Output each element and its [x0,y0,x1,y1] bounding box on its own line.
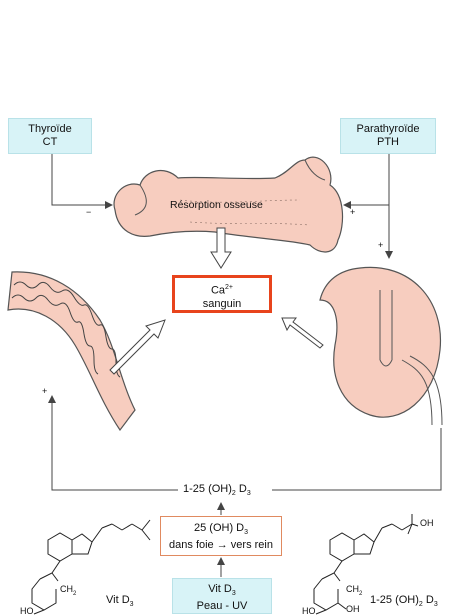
parathyroid-box: Parathyroïde PTH [340,118,436,154]
active-vitd-label: 1-25 (OH)2 D3 [370,594,438,609]
active-to-intestine-arrow [48,395,178,491]
kidney-to-active-line [272,428,442,491]
skin-box-line2: Peau - UV [196,600,248,613]
active-vitd-molecule [313,514,419,615]
pth-kidney-effect-sign: + [378,240,384,250]
parathyroid-hormone: PTH [377,136,399,148]
thyroid-arrow [51,154,113,209]
skin-box-line1: Vit D3 [208,583,236,598]
calcium-box: Ca2+ sanguin [172,275,272,313]
kidney-shape [319,266,443,426]
active-vitd-line-label: 1-25 (OH)2 D3 [180,483,254,501]
kidney-to-calcium-arrow [281,317,324,349]
liver-box-line2: dans foie → vers rein [169,539,273,552]
right-ho-label: HO [302,606,316,616]
intestine-effect-sign: + [42,386,48,396]
skin-box: Vit D3 Peau - UV [172,578,272,614]
right-oh-label-bottom: OH [346,604,360,614]
pth-bone-effect-sign: + [350,207,356,217]
right-ch2-label: CH2 [346,584,363,597]
parathyroid-name: Parathyroïde [356,123,420,135]
calcium-charge: 2+ [225,284,234,291]
liver-box-line1: 25 (OH) D3 [193,522,249,537]
left-ho-label: HO [20,606,34,616]
bone-shape [113,156,344,253]
bone-to-calcium-arrow [210,227,232,269]
left-ch2-label: CH2 [60,584,77,597]
vitd3-molecule [31,519,151,615]
intestine-to-calcium-arrow [109,319,166,375]
vitd3-label: Vit D3 [106,594,134,609]
calcium-label: sanguin [202,297,242,310]
intestine-shape [7,271,136,432]
thyroid-name: Thyroïde [28,123,72,135]
thyroid-hormone: CT [42,136,58,148]
thyroid-effect-sign: − [86,207,92,217]
liver-box: 25 (OH) D3 dans foie → vers rein [160,516,282,556]
pth-bone-arrow [343,154,390,209]
bone-label: Résorption osseuse [170,199,263,211]
right-oh-label-top: OH [420,518,434,528]
calcium-symbol: Ca2+ [210,284,234,297]
thyroid-box: Thyroïde CT [8,118,92,154]
